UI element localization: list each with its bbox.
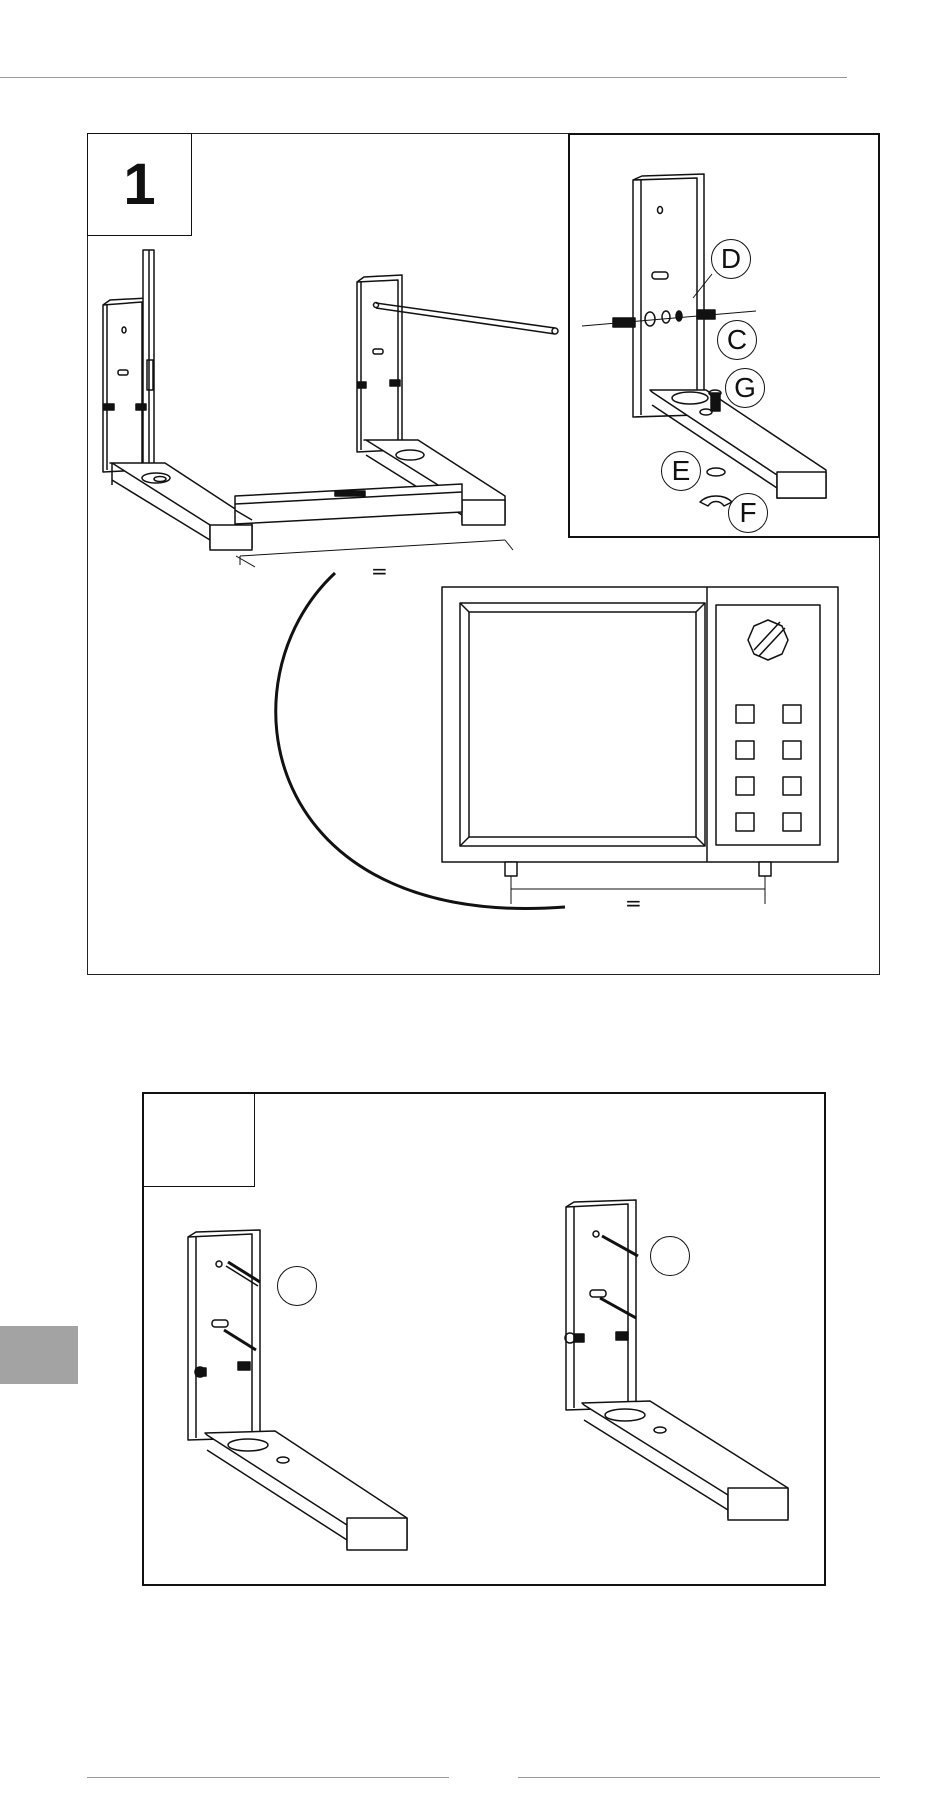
side-tab-marker [0, 1326, 78, 1384]
footer-rule-left [87, 1777, 449, 1778]
callout-right-blank [650, 1236, 690, 1276]
footer-rule-right [518, 1777, 880, 1778]
callout-left-blank [277, 1266, 317, 1306]
